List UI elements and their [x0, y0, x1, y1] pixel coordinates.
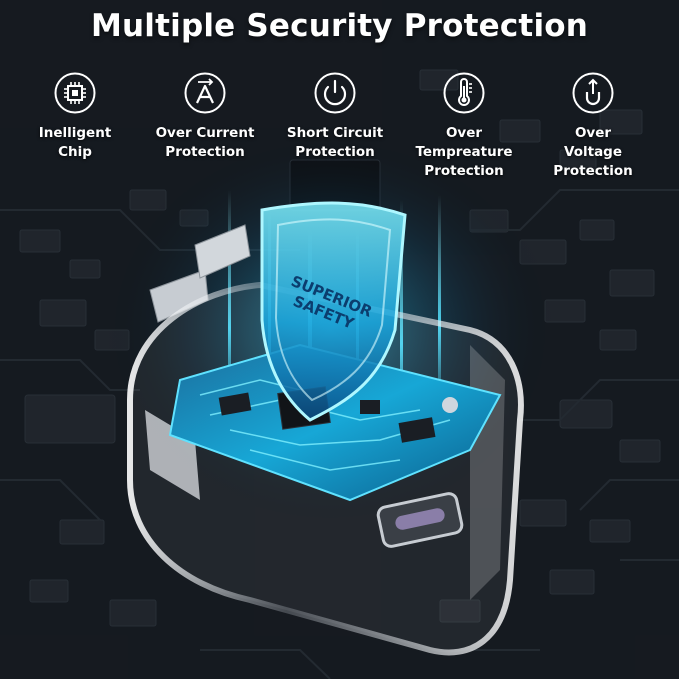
- ampere-icon: [184, 72, 226, 114]
- feature-intelligent-chip: Inelligent Chip: [15, 72, 135, 162]
- thermometer-icon: [443, 72, 485, 114]
- feature-label: Short Circuit Protection: [286, 125, 384, 160]
- feature-label: Over Voltage Protection: [553, 125, 633, 179]
- circuit-board: [168, 343, 502, 502]
- feature-over-voltage: Over Voltage Protection: [533, 72, 653, 181]
- feature-label: Inelligent Chip: [38, 125, 112, 160]
- voltage-icon: [572, 72, 614, 114]
- feature-label: Over Current Protection: [155, 125, 255, 160]
- feature-label: Over Tempreature Protection: [415, 125, 513, 179]
- feature-over-current: Over Current Protection: [145, 72, 265, 162]
- power-icon: [314, 72, 356, 114]
- usb-c-port: [376, 492, 464, 548]
- feature-over-temperature: Over Tempreature Protection: [404, 72, 524, 181]
- chip-icon: [54, 72, 96, 114]
- feature-short-circuit: Short Circuit Protection: [275, 72, 395, 162]
- page-title: Multiple Security Protection: [90, 8, 589, 44]
- superior-safety-shield: SUPERIOR SAFETY: [260, 201, 407, 422]
